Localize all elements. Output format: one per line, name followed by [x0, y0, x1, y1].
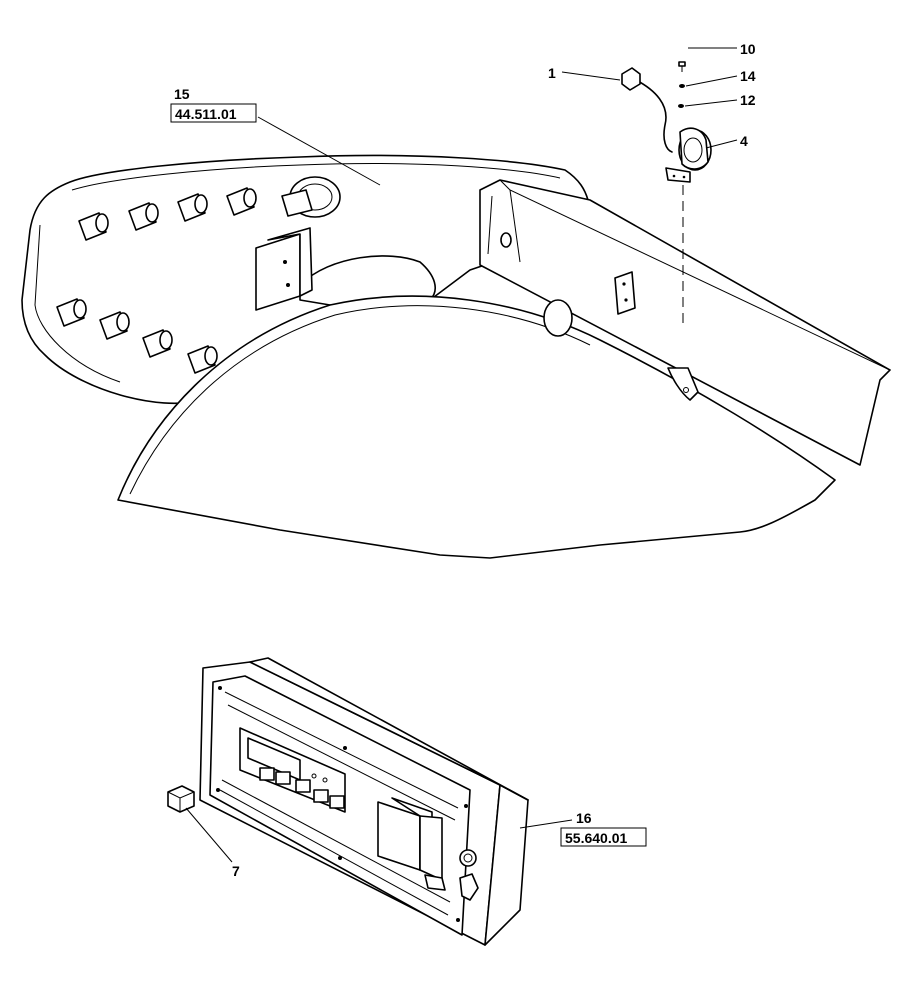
callout-4: 4 [740, 133, 748, 149]
reference-15: 44.511.01 [175, 106, 237, 122]
callout-1: 1 [548, 65, 556, 81]
ref-box-15 [170, 103, 257, 123]
buzzer-assembly [621, 61, 712, 325]
switch-knobs [56, 187, 257, 374]
switch-cap [167, 785, 195, 813]
leader-lines [185, 47, 738, 863]
callout-12: 12 [740, 92, 756, 108]
callout-15: 15 [174, 86, 190, 102]
reference-16: 55.640.01 [565, 830, 627, 846]
callout-16: 16 [576, 810, 592, 826]
callout-10: 10 [740, 41, 756, 57]
callout-14: 14 [740, 68, 756, 84]
callout-7: 7 [232, 863, 240, 879]
control-box [199, 657, 529, 946]
callouts: 1 10 14 12 4 15 44.511.01 7 16 55.640.01 [170, 41, 756, 879]
ref-box-16 [560, 827, 647, 847]
